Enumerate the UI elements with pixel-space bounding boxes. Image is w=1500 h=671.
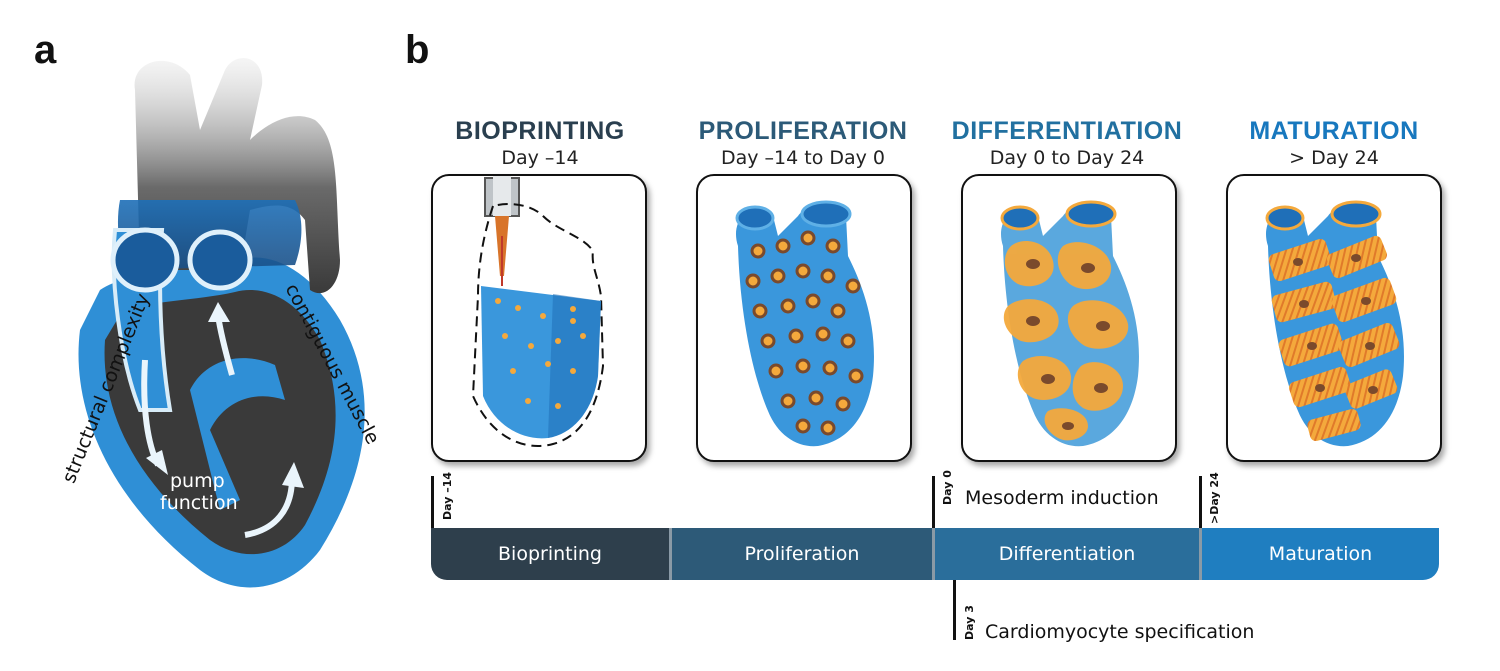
nuclei <box>1026 259 1110 430</box>
stage-subtitle-proliferation: Day –14 to Day 0 <box>720 147 886 169</box>
stage-subtitle-differentiation: Day 0 to Day 24 <box>989 147 1145 169</box>
card-proliferation <box>696 174 912 462</box>
timeline-segment-proliferation: Proliferation <box>672 528 932 580</box>
stage-title-differentiation: DIFFERENTIATION <box>951 117 1183 145</box>
cells-dots <box>495 298 586 409</box>
flow-arrow-down-head <box>146 450 168 475</box>
flow-arrow-curve <box>244 477 295 538</box>
bioprinting-illustration <box>471 176 605 448</box>
proliferation-illustration <box>735 200 874 447</box>
stage-title-bioprinting: BIOPRINTING <box>455 117 625 145</box>
mature-nuclei <box>1293 254 1378 394</box>
dashed-outline <box>471 203 605 448</box>
heart-shape <box>736 204 874 447</box>
heart-label-pump: pump <box>170 470 225 492</box>
stage-subtitle-maturation: > Day 24 <box>1289 147 1379 169</box>
proliferating-cells <box>745 230 864 436</box>
card-maturation <box>1226 174 1442 462</box>
tick-day-24 <box>1199 476 1202 528</box>
heart-label-function: function <box>160 492 238 514</box>
event-cardiomyocyte-specification: Cardiomyocyte specification <box>985 621 1255 643</box>
heart-illustration <box>78 58 365 588</box>
timeline-segment-bioprinting: Bioprinting <box>431 528 669 580</box>
timeline-label-bioprinting: Bioprinting <box>498 543 602 565</box>
timeline-bar: Bioprinting Proliferation Differentiatio… <box>431 528 1439 580</box>
flow-arrow-up-head <box>208 302 230 322</box>
flow-arrow-curve-head <box>282 462 304 488</box>
maturation-illustration <box>1265 200 1404 447</box>
tick-label-day-minus-14: Day –14 <box>441 471 454 520</box>
timeline-segment-maturation: Maturation <box>1202 528 1439 580</box>
septum <box>190 358 285 510</box>
event-mesoderm-induction: Mesoderm induction <box>965 487 1159 509</box>
valve-left <box>110 227 180 293</box>
stage-title-maturation: MATURATION <box>1249 117 1419 145</box>
tick-day-3 <box>953 580 956 640</box>
stage-subtitle-bioprinting: Day –14 <box>501 147 579 169</box>
stage-title-proliferation: PROLIFERATION <box>698 117 908 145</box>
tick-label-day-24: >Day 24 <box>1208 472 1221 524</box>
panel-letter-b: b <box>405 28 430 72</box>
differentiation-illustration <box>1000 200 1139 447</box>
timeline-label-differentiation: Differentiation <box>998 543 1136 565</box>
tick-label-day-0: Day 0 <box>941 470 954 505</box>
timeline-label-maturation: Maturation <box>1268 543 1373 565</box>
tick-day-0 <box>932 476 935 528</box>
timeline-label-proliferation: Proliferation <box>744 543 860 565</box>
tick-day-minus-14 <box>431 476 434 528</box>
card-differentiation <box>961 174 1177 462</box>
panel-letter-a: a <box>34 28 57 72</box>
valve-right <box>187 229 253 291</box>
card-bioprinting <box>431 174 647 462</box>
tick-label-day-3: Day 3 <box>963 605 976 640</box>
timeline-segment-differentiation: Differentiation <box>935 528 1199 580</box>
